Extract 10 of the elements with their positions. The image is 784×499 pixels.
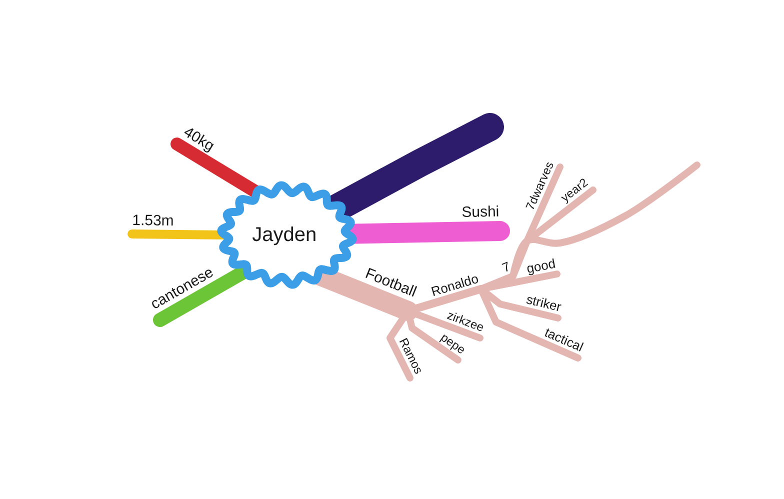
branch-label: Ronaldo [430,272,482,304]
branch-label: 7 [500,259,514,278]
branch-label: pepe [436,330,468,360]
branch-label: 40kg [177,124,217,161]
branch-label: 1.53m [132,213,174,234]
branch-label: striker [524,292,563,318]
branch-stroke [510,162,700,280]
branch-label: good [525,256,557,280]
branch-label: Sushi [462,204,500,232]
topic-label: Jayden [252,224,317,246]
